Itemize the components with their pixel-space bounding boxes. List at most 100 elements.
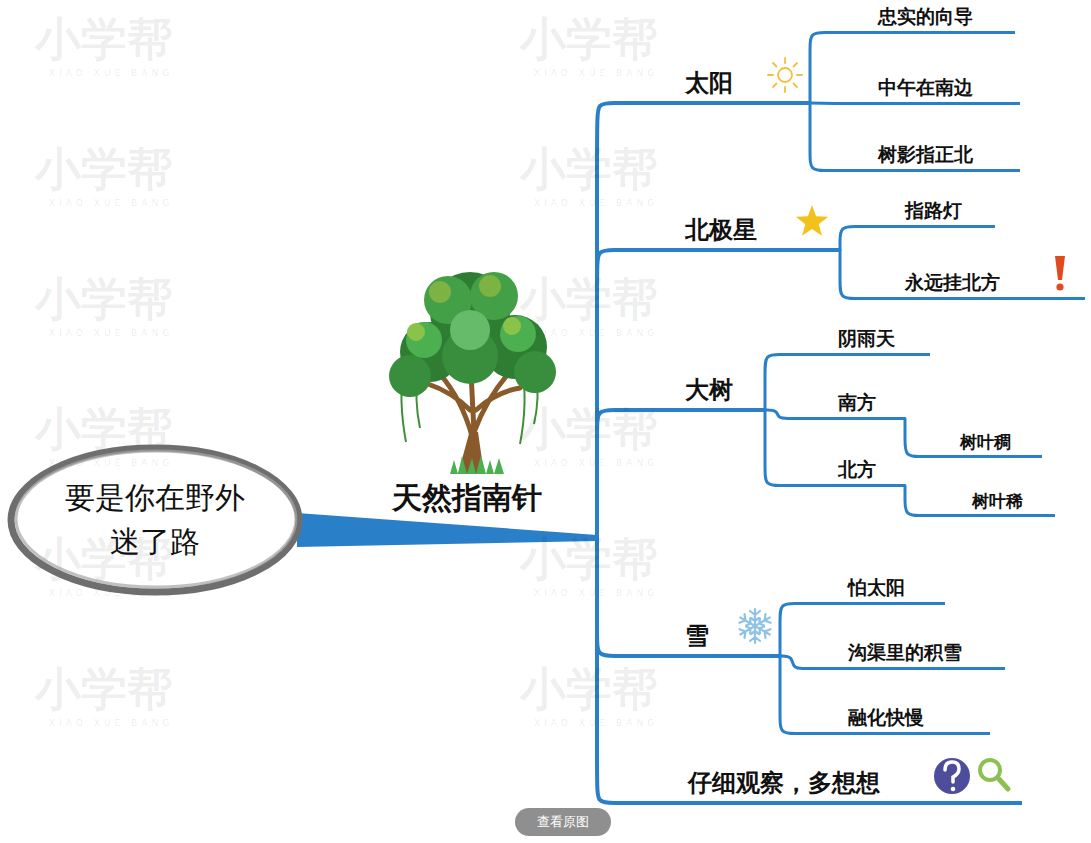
question-hook (945, 762, 959, 782)
topic-text: 太阳 (685, 68, 733, 101)
grass (450, 455, 504, 474)
star-icon (796, 205, 828, 236)
subtopic: 南方 (790, 387, 905, 420)
watermark-subtext: XIAO XUE BANG (534, 198, 658, 209)
oval-sketch-stroke (16, 451, 296, 587)
topic-oval: 要是你在野外 迷了路 (5, 442, 305, 598)
topic-text: 大树 (685, 375, 733, 408)
leaf-topic: 树叶稀 (925, 487, 1055, 517)
topic-text: 永远挂北方 (905, 270, 1000, 297)
leaf-cluster (450, 310, 490, 350)
topic-text: 中午在南边 (878, 75, 973, 102)
watermark: 小学帮 (520, 144, 658, 194)
question-disc (934, 758, 970, 794)
watermark: 小学帮 (35, 14, 173, 64)
topic-text: 怕太阳 (848, 575, 905, 602)
branch-line (810, 33, 835, 104)
branch-topic: 大树 (630, 372, 765, 412)
leaf-cluster (407, 323, 425, 341)
topic-text: 指路灯 (905, 198, 962, 225)
watermark: 小学帮 (520, 274, 658, 324)
branch-topic: 仔细观察，多想想 (630, 765, 1022, 805)
watermark-subtext: XIAO XUE BANG (534, 588, 658, 599)
leaf-cluster (389, 355, 431, 397)
watermark-subtext: XIAO XUE BANG (534, 328, 658, 339)
watermark: 小学帮 (520, 534, 658, 584)
watermark-subtext: XIAO XUE BANG (49, 328, 173, 339)
leaf-cluster (503, 317, 521, 335)
subtopic: 指路灯 (865, 195, 995, 228)
topic-text: 雪 (685, 621, 709, 654)
snowflake-icon (738, 609, 772, 643)
topic-text: 沟渠里的积雪 (848, 640, 962, 667)
oval-stroke (11, 448, 299, 592)
branch-line (780, 604, 805, 657)
exclamation-icon (1055, 256, 1065, 291)
watermark-subtext: XIAO XUE BANG (534, 718, 658, 729)
topic-text: 天然指南针 (392, 476, 542, 518)
watermark: 小学帮 (35, 144, 173, 194)
branch-topic: 北极星 (630, 212, 840, 252)
branch-line (780, 656, 805, 669)
subtopic: 阴雨天 (790, 323, 930, 356)
branch-line (810, 102, 835, 106)
sun-icon (768, 58, 802, 92)
subtopic: 中午在南边 (835, 72, 1020, 105)
question-icon (934, 758, 970, 794)
branch-line (840, 250, 865, 299)
topic-text: 阴雨天 (838, 326, 895, 353)
subtopic: 沟渠里的积雪 (805, 637, 1005, 670)
magnifier-handle (998, 778, 1008, 789)
branch-line (840, 227, 865, 251)
view-original-button: 查看原图 (515, 808, 611, 836)
watermark-subtext: XIAO XUE BANG (49, 718, 173, 729)
sun-disc (778, 68, 792, 82)
watermark: 小学帮 (520, 14, 658, 64)
branch-topic: 雪 (630, 618, 780, 658)
watermark: 小学帮 (35, 274, 173, 324)
branch-line (780, 656, 805, 734)
watermark-subtext: XIAO XUE BANG (49, 68, 173, 79)
topic-text: 忠实的向导 (878, 4, 973, 31)
subtopic: 北方 (790, 454, 905, 487)
question-dot (951, 787, 956, 792)
leaf-topic: 树叶稠 (925, 428, 1042, 458)
subtopic: 忠实的向导 (835, 1, 1015, 34)
watermark: 小学帮 (35, 664, 173, 714)
branch-line (765, 410, 790, 419)
topic-text: 仔细观察，多想想 (688, 768, 880, 801)
branch-topic: 太阳 (630, 65, 810, 105)
leaf-cluster (479, 275, 501, 297)
subtopic: 永远挂北方 (865, 267, 1085, 300)
topic-text: 树叶稠 (960, 431, 1011, 455)
watermark-subtext: XIAO XUE BANG (49, 198, 173, 209)
leaf-cluster (406, 322, 442, 358)
exclamation-dot (1056, 283, 1063, 290)
topic-text: 北极星 (685, 215, 757, 248)
topic-text: 南方 (838, 390, 876, 417)
topic-text: 融化快慢 (848, 705, 924, 732)
central-topic: 天然指南针 (380, 476, 597, 540)
topic-text: 查看原图 (537, 814, 589, 830)
sun-rays (768, 58, 802, 92)
topic-text: 北方 (838, 457, 876, 484)
subtopic: 怕太阳 (805, 572, 945, 605)
branch-line (810, 103, 835, 171)
subtopic: 融化快慢 (805, 702, 990, 735)
topic-text: 要是你在野外 迷了路 (62, 476, 248, 564)
branch-line (905, 486, 925, 516)
branch-line (905, 419, 925, 457)
watermark-subtext: XIAO XUE BANG (534, 68, 658, 79)
watermark-subtext: XIAO XUE BANG (534, 458, 658, 469)
topic-text: 树叶稀 (972, 490, 1023, 514)
watermark: 小学帮 (520, 664, 658, 714)
topic-text: 树影指正北 (878, 142, 973, 169)
branch-line (765, 355, 790, 411)
oval-outline (5, 442, 305, 598)
branch-line (765, 410, 790, 486)
snowflake-arm (738, 613, 758, 630)
exclamation-bar (1055, 256, 1065, 280)
leaf-cluster (514, 351, 556, 393)
